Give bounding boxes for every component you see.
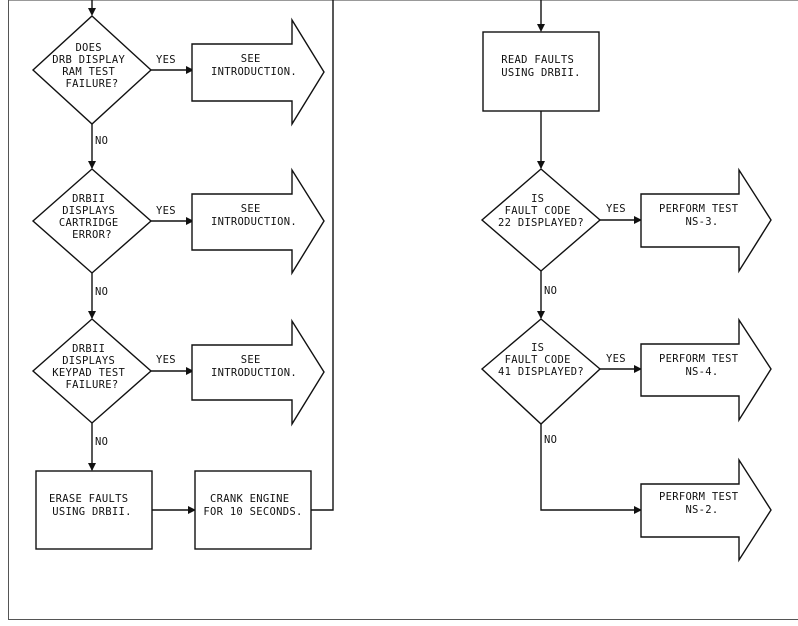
- diamond-fault-22-text: IS FAULT CODE 22 DISPLAYED?: [498, 193, 584, 229]
- arrowhead: [634, 506, 642, 514]
- process-box-erase-faults: [35, 470, 153, 550]
- diamond-ram-test-text: DOES DRB DISPLAY RAM TEST FAILURE?: [52, 42, 131, 90]
- diamond-line: DISPLAYS: [62, 205, 115, 217]
- arrow-box-perform-test-ns2: [640, 457, 772, 563]
- arrow-line: PERFORM TEST: [659, 203, 739, 215]
- arrowhead: [88, 463, 96, 471]
- diamond-line: DRBII: [72, 193, 105, 205]
- page-border-bottom: [8, 619, 798, 620]
- arrowhead: [186, 66, 194, 74]
- arrowhead: [186, 217, 194, 225]
- arrow-box-text: SEE INTRODUCTION.: [211, 203, 297, 228]
- diamond-line: FAULT CODE: [505, 205, 571, 217]
- diamond-line: 41 DISPLAYED?: [498, 366, 584, 378]
- arrow-box-see-introduction-3: [191, 318, 325, 427]
- process-box-crank-engine: [194, 470, 312, 550]
- diamond-line: ERROR?: [72, 229, 112, 241]
- diamond-line: IS: [531, 193, 544, 205]
- yes-label: YES: [156, 205, 176, 217]
- diamond-line: FAULT CODE: [505, 354, 571, 366]
- arrowhead: [537, 311, 545, 319]
- arrow-line: NS-3.: [685, 216, 718, 228]
- arrow-box-see-introduction-1: [191, 17, 325, 127]
- arrowhead: [88, 311, 96, 319]
- arrow-box-perform-test-ns3: [640, 167, 772, 274]
- diamond-cartridge-text: DRBII DISPLAYS CARTRIDGE ERROR?: [59, 193, 125, 241]
- diamond-line: CARTRIDGE: [59, 217, 119, 229]
- box-line: ERASE FAULTS: [49, 493, 128, 505]
- diamond-line: DRB DISPLAY: [52, 54, 125, 66]
- box-line: USING DRBII.: [501, 67, 580, 79]
- process-box-text: READ FAULTS USING DRBII.: [501, 54, 580, 79]
- arrowhead: [634, 365, 642, 373]
- yes-label: YES: [606, 203, 626, 215]
- arrowhead: [186, 367, 194, 375]
- arrow-line: PERFORM TEST: [659, 491, 739, 503]
- process-box-read-faults: [482, 31, 600, 112]
- no-label: NO: [95, 436, 108, 448]
- arrow-box-text: PERFORM TEST NS-3.: [659, 203, 745, 228]
- no-connector: [540, 424, 640, 511]
- arrow-box-text: SEE INTRODUCTION.: [211, 53, 297, 78]
- arrow-line: SEE: [241, 354, 261, 366]
- diamond-line: IS: [531, 342, 544, 354]
- process-box-text: ERASE FAULTS USING DRBII.: [49, 493, 135, 518]
- diamond-fault-41-text: IS FAULT CODE 41 DISPLAYED?: [498, 342, 584, 378]
- process-box-text: CRANK ENGINE FOR 10 SECONDS.: [203, 493, 302, 518]
- arrow-box-see-introduction-2: [191, 167, 325, 276]
- arrow-box-text: PERFORM TEST NS-4.: [659, 353, 745, 378]
- box-line: USING DRBII.: [52, 506, 131, 518]
- arrow-line: SEE: [241, 53, 261, 65]
- arrow-box-perform-test-ns4: [640, 317, 772, 423]
- arrowhead: [537, 161, 545, 169]
- diamond-line: 22 DISPLAYED?: [498, 217, 584, 229]
- connector-to-top: [311, 0, 334, 511]
- diamond-line: DRBII: [72, 343, 105, 355]
- arrowhead: [634, 216, 642, 224]
- no-label: NO: [544, 434, 557, 446]
- diamond-line: RAM TEST: [62, 66, 115, 78]
- diamond-line: FAILURE?: [66, 78, 119, 90]
- arrow-line: NS-2.: [685, 504, 718, 516]
- yes-label: YES: [606, 353, 626, 365]
- no-label: NO: [95, 286, 108, 298]
- yes-label: YES: [156, 54, 176, 66]
- diamond-keypad-text: DRBII DISPLAYS KEYPAD TEST FAILURE?: [52, 343, 131, 391]
- arrowhead: [537, 24, 545, 32]
- arrow-line: PERFORM TEST: [659, 353, 739, 365]
- diamond-line: DOES: [75, 42, 102, 54]
- no-label: NO: [95, 135, 108, 147]
- arrowhead: [88, 161, 96, 169]
- page-border-left: [8, 0, 9, 620]
- diamond-line: DISPLAYS: [62, 355, 115, 367]
- arrow-line: SEE: [241, 203, 261, 215]
- arrow-line: INTRODUCTION.: [211, 216, 297, 228]
- arrow-box-text: SEE INTRODUCTION.: [211, 354, 297, 379]
- arrow-line: INTRODUCTION.: [211, 66, 297, 78]
- page-border-top: [8, 0, 798, 1]
- diamond-line: FAILURE?: [66, 379, 119, 391]
- arrow-line: INTRODUCTION.: [211, 367, 297, 379]
- box-line: FOR 10 SECONDS.: [203, 506, 302, 518]
- arrow-box-text: PERFORM TEST NS-2.: [659, 491, 745, 516]
- box-line: CRANK ENGINE: [210, 493, 289, 505]
- yes-label: YES: [156, 354, 176, 366]
- arrowhead: [188, 506, 196, 514]
- arrow-line: NS-4.: [685, 366, 718, 378]
- box-line: READ FAULTS: [501, 54, 574, 66]
- diamond-line: KEYPAD TEST: [52, 367, 125, 379]
- arrowhead: [88, 8, 96, 16]
- no-label: NO: [544, 285, 557, 297]
